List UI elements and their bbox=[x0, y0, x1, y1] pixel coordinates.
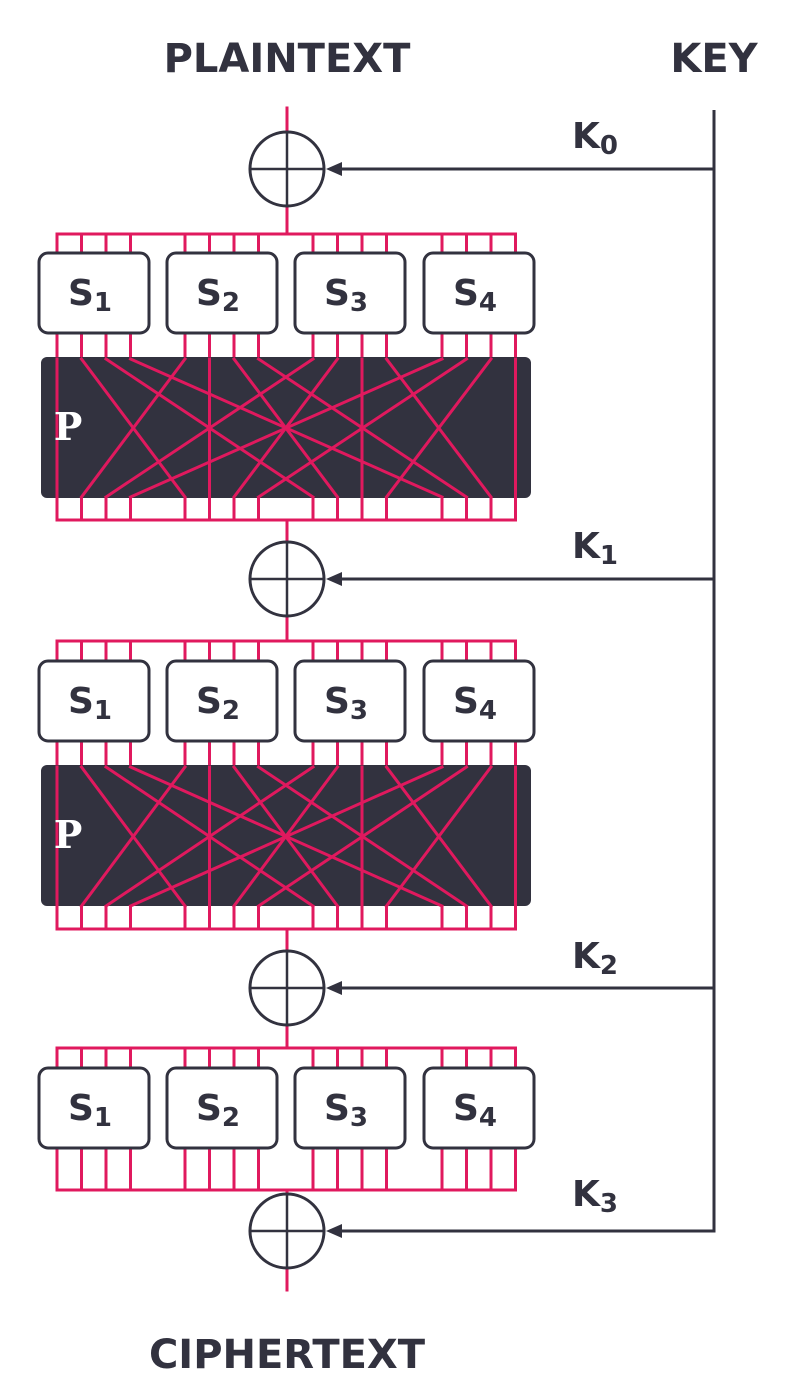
permutation-wires bbox=[55, 764, 517, 909]
permutation-wire bbox=[256, 356, 469, 500]
sbox-index: 3 bbox=[350, 1103, 368, 1133]
sbox-3: S3 bbox=[293, 1066, 407, 1150]
round-key-label-3: K3 bbox=[572, 1174, 618, 1219]
sbox-letter: S bbox=[196, 681, 222, 722]
xor-layer bbox=[248, 130, 326, 1270]
sbox-4: S4 bbox=[422, 659, 536, 743]
key-arrow-head bbox=[326, 572, 342, 586]
sbox-frame bbox=[422, 251, 536, 335]
sbox-index: 3 bbox=[350, 288, 368, 318]
sbox-label: S1 bbox=[68, 681, 112, 726]
sbox-4: S4 bbox=[422, 251, 536, 335]
round-key-label-2: K2 bbox=[572, 936, 618, 981]
plaintext-title: PLAINTEXT bbox=[164, 36, 412, 82]
sbox-letter: S bbox=[453, 1088, 479, 1129]
permutation-wire bbox=[79, 356, 188, 500]
sbox-1: S1 bbox=[37, 659, 151, 743]
sbox-index: 1 bbox=[94, 288, 112, 318]
sbox-label: S1 bbox=[68, 273, 112, 318]
sbox-2: S2 bbox=[165, 1066, 279, 1150]
xor-node-2 bbox=[248, 949, 326, 1027]
sbox-1: S1 bbox=[37, 251, 151, 335]
sbox-frame bbox=[165, 1066, 279, 1150]
sbox-2: S2 bbox=[165, 251, 279, 335]
key-arrow-head bbox=[326, 981, 342, 995]
sbox-letter: S bbox=[324, 1088, 350, 1129]
sbox-frame bbox=[37, 251, 151, 335]
permutation-wire bbox=[128, 765, 444, 908]
sbox-letter: S bbox=[453, 273, 479, 314]
sbox-letter: S bbox=[196, 1088, 222, 1129]
sbox-1: S1 bbox=[37, 1066, 151, 1150]
sbox-label: S3 bbox=[324, 273, 368, 318]
sbox-letter: S bbox=[324, 681, 350, 722]
sbox-frame bbox=[422, 1066, 536, 1150]
permutation-box-1: P bbox=[41, 356, 531, 500]
sbox-label: S1 bbox=[68, 1088, 112, 1133]
key-arrow-head bbox=[326, 1224, 342, 1238]
permutation-wire bbox=[384, 764, 494, 909]
sbox-index: 2 bbox=[222, 1103, 240, 1133]
sbox-frame bbox=[37, 1066, 151, 1150]
xor-node-0 bbox=[248, 130, 326, 208]
sbox-letter: S bbox=[453, 681, 479, 722]
sbox-index: 4 bbox=[479, 288, 497, 318]
sbox-2: S2 bbox=[165, 659, 279, 743]
permutation-wire bbox=[79, 764, 188, 909]
sbox-index: 3 bbox=[350, 696, 368, 726]
xor-node-3 bbox=[248, 1192, 326, 1270]
sbox-3: S3 bbox=[293, 659, 407, 743]
sbox-letter: S bbox=[68, 681, 94, 722]
round-key-label-0: K0 bbox=[572, 116, 618, 161]
sbox-4: S4 bbox=[422, 1066, 536, 1150]
sbox-index: 4 bbox=[479, 1103, 497, 1133]
sbox-label: S3 bbox=[324, 1088, 368, 1133]
sbox-label: S2 bbox=[196, 273, 240, 318]
sbox-frame bbox=[293, 659, 407, 743]
sbox-label: S4 bbox=[453, 273, 497, 318]
sbox-frame bbox=[165, 251, 279, 335]
permutation-box-2: P bbox=[41, 764, 531, 909]
sbox-letter: S bbox=[324, 273, 350, 314]
round-key-label-1: K1 bbox=[572, 526, 618, 571]
sbox-index: 4 bbox=[479, 696, 497, 726]
permutation-wires bbox=[55, 356, 517, 500]
permutation-wire bbox=[103, 764, 316, 909]
sbox-label: S4 bbox=[453, 681, 497, 726]
permutation-wire bbox=[103, 356, 316, 500]
sbox-label: S2 bbox=[196, 681, 240, 726]
sbox-frame bbox=[165, 659, 279, 743]
ciphertext-title: CIPHERTEXT bbox=[149, 1332, 426, 1378]
key-arrow-head bbox=[326, 162, 342, 176]
xor-node-1 bbox=[248, 540, 326, 618]
sbox-frame bbox=[422, 659, 536, 743]
sbox-index: 1 bbox=[94, 1103, 112, 1133]
sbox-frame bbox=[293, 251, 407, 335]
permutation-wire bbox=[128, 357, 444, 499]
permutation-label: P bbox=[54, 404, 83, 449]
permutation-label: P bbox=[54, 812, 83, 857]
sbox-frame bbox=[293, 1066, 407, 1150]
permutation-wire bbox=[384, 356, 494, 500]
sbox-3: S3 bbox=[293, 251, 407, 335]
sbox-letter: S bbox=[196, 273, 222, 314]
sbox-label: S4 bbox=[453, 1088, 497, 1133]
key-title: KEY bbox=[670, 36, 758, 82]
sbox-index: 2 bbox=[222, 696, 240, 726]
sbox-letter: S bbox=[68, 1088, 94, 1129]
key-schedule bbox=[326, 110, 716, 1238]
sbox-label: S3 bbox=[324, 681, 368, 726]
sbox-label: S2 bbox=[196, 1088, 240, 1133]
permutation-wire bbox=[256, 764, 469, 909]
sbox-index: 2 bbox=[222, 288, 240, 318]
sbox-frame bbox=[37, 659, 151, 743]
sbox-letter: S bbox=[68, 273, 94, 314]
sbox-index: 1 bbox=[94, 696, 112, 726]
